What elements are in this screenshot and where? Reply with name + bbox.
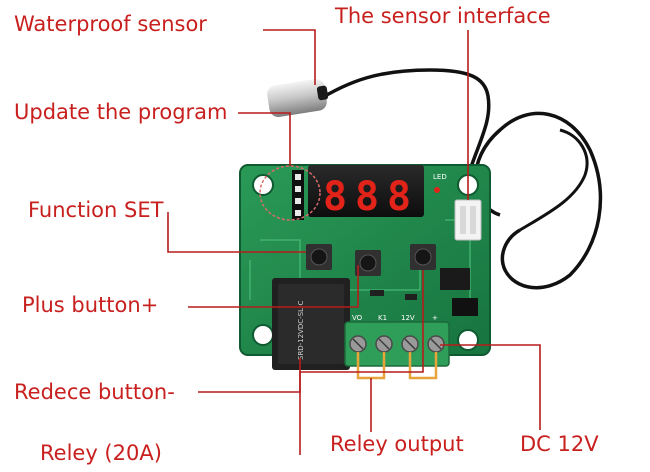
label-reduce-button: Redece button- [14, 380, 175, 404]
led-display [308, 165, 424, 217]
minus-button[interactable] [410, 244, 436, 270]
display-digit-2: 8 [355, 174, 379, 220]
status-led [434, 187, 440, 193]
sensor-cable-loop-2 [519, 128, 589, 232]
relay-marking: SRD-12VDC-SL-C [297, 301, 305, 360]
label-dc-power: DC 12V [520, 432, 599, 456]
regulator [452, 298, 478, 316]
terminal-label-plus: + [432, 314, 438, 322]
sensor-cable-loop [473, 111, 603, 290]
display-digit-3: 8 [387, 174, 411, 220]
terminal-block [344, 321, 450, 367]
label-relay-output: Reley output [330, 432, 464, 456]
set-button[interactable] [306, 244, 332, 270]
relay-output-bracket-2 [408, 352, 438, 380]
plus-button[interactable] [355, 250, 381, 276]
chip [440, 268, 470, 290]
terminal-label-k1: K1 [378, 314, 387, 322]
display-digit-1: 8 [323, 174, 347, 220]
label-update-program: Update the program [14, 100, 228, 124]
label-plus-button: Plus button+ [22, 293, 159, 317]
program-header-highlight [259, 165, 321, 221]
led-silkscreen: LED [433, 173, 447, 181]
capacitor [405, 294, 417, 300]
label-function-set: Function SET [28, 198, 164, 222]
label-relay: Reley (20A) [40, 441, 162, 465]
leader-lines [167, 29, 541, 455]
label-sensor-interface: The sensor interface [335, 4, 551, 28]
relay [272, 278, 350, 370]
program-header [292, 170, 304, 220]
sensor-connector [454, 199, 482, 241]
terminal-label-12v: 12V [401, 314, 415, 322]
resistor [370, 290, 384, 296]
terminal-label-vo: VO [352, 314, 363, 322]
label-waterproof-sensor: Waterproof sensor [14, 12, 207, 36]
waterproof-probe [267, 78, 329, 118]
